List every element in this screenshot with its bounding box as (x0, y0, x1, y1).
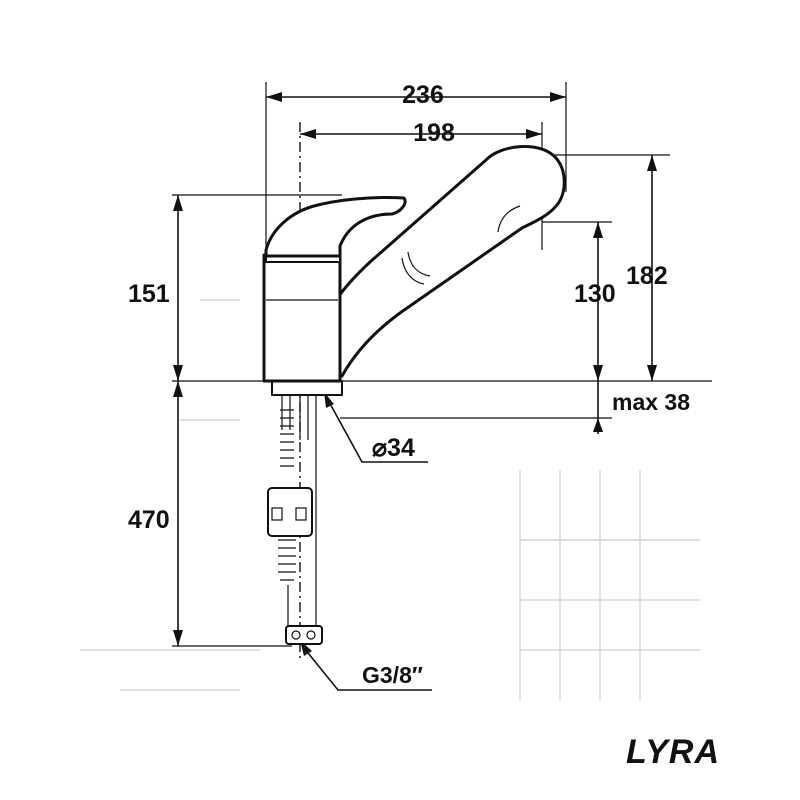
dimension-470 (173, 381, 183, 646)
label-spout-reach: 198 (413, 119, 455, 147)
dimension-130 (593, 222, 603, 381)
model-name: LYRA (625, 733, 720, 771)
extension-lines (172, 82, 712, 647)
dimension-236 (266, 92, 566, 102)
dimension-198 (300, 129, 542, 139)
label-hole-diameter: ⌀34 (372, 434, 415, 462)
dimension-max-38 (593, 381, 603, 434)
faucet-body (262, 253, 342, 383)
supply-hose (267, 380, 343, 645)
dimension-151 (173, 195, 183, 381)
label-overall-height: 182 (626, 262, 668, 290)
label-body-height: 151 (128, 280, 170, 308)
label-connection-thread: G3/8″ (362, 662, 423, 688)
label-hose-length: 470 (128, 506, 170, 534)
label-overall-reach: 236 (402, 81, 444, 109)
dimension-182 (647, 155, 657, 381)
label-spout-height: 130 (574, 280, 616, 308)
background-ghost-lines (80, 299, 700, 700)
faucet-lever (264, 195, 407, 258)
label-max-deck-thickness: max 38 (612, 389, 690, 415)
faucet-spout (320, 145, 566, 380)
